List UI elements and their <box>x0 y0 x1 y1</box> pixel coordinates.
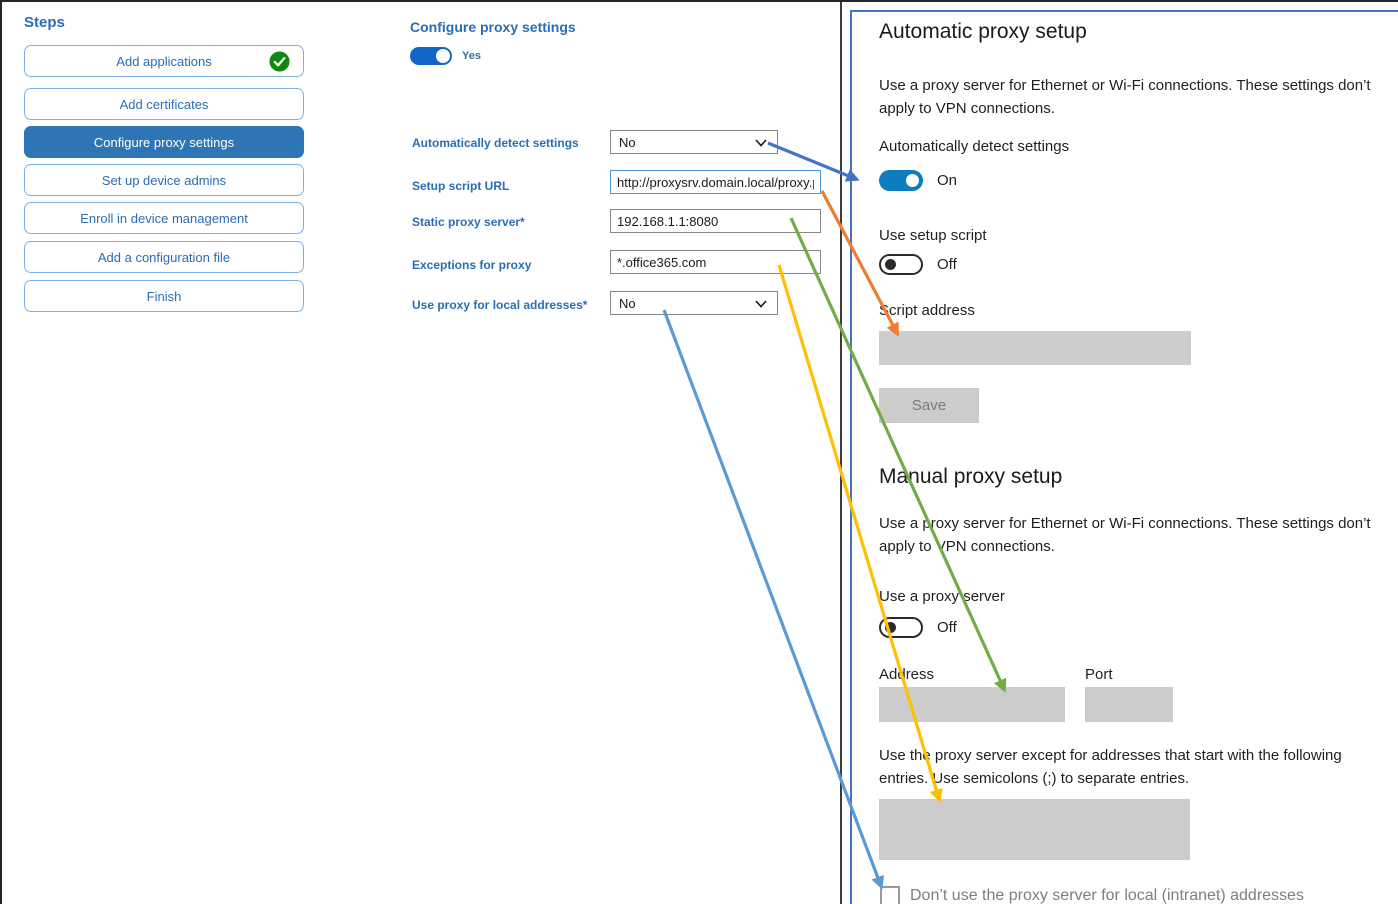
local-intranet-checkbox-label: Don’t use the proxy server for local (in… <box>910 887 1304 904</box>
toggle-knob <box>436 49 450 63</box>
sidebar-item-finish[interactable]: Finish <box>24 280 304 312</box>
toggle-knob <box>885 259 896 270</box>
port-label: Port <box>1085 666 1113 683</box>
sidebar-item-enroll-in-device-management[interactable]: Enroll in device management <box>24 202 304 234</box>
exceptions-instructions: Use the proxy server except for addresse… <box>879 747 1342 787</box>
local-addresses-select[interactable]: No <box>610 291 778 315</box>
step-label: Add certificates <box>119 96 209 112</box>
step-label: Finish <box>146 288 182 304</box>
use-proxy-server-label: Use a proxy server <box>879 588 1005 605</box>
address-label: Address <box>879 666 935 683</box>
static-proxy-server-input[interactable] <box>610 209 821 233</box>
exceptions-field <box>879 799 1190 860</box>
save-button: Save <box>879 388 979 423</box>
address-field <box>879 687 1065 722</box>
use-proxy-server-toggle[interactable] <box>879 617 923 638</box>
chevron-down-icon <box>755 300 767 308</box>
exceptions-for-proxy-input[interactable] <box>610 250 821 274</box>
sidebar-item-add-certificates[interactable]: Add certificates <box>24 88 304 120</box>
step-label: Add applications <box>116 53 212 69</box>
field-label-setup-script-url: Setup script URL <box>412 179 510 193</box>
detect-settings-toggle[interactable] <box>879 170 923 191</box>
script-address-field <box>879 331 1191 365</box>
field-label-local-addresses: Use proxy for local addresses* <box>412 298 588 312</box>
use-proxy-server-state: Off <box>937 619 957 636</box>
completed-check-icon <box>269 51 290 72</box>
select-value: No <box>619 295 636 311</box>
vertical-divider <box>840 2 842 904</box>
sidebar-item-add-applications[interactable]: Add applications <box>24 45 304 77</box>
use-setup-script-state: Off <box>937 256 957 273</box>
toggle-knob <box>885 622 896 633</box>
detect-settings-select[interactable]: No <box>610 130 778 154</box>
field-label-exceptions: Exceptions for proxy <box>412 258 532 272</box>
page-title: Configure proxy settings <box>410 19 576 35</box>
automatic-proxy-setup-heading: Automatic proxy setup <box>879 20 1087 43</box>
local-addresses-arrow <box>662 309 884 890</box>
step-label: Enroll in device management <box>80 210 248 226</box>
script-address-label: Script address <box>879 302 975 319</box>
sidebar-item-configure-proxy-settings[interactable]: Configure proxy settings <box>24 126 304 158</box>
chevron-down-icon <box>755 139 767 147</box>
field-label-detect-settings: Automatically detect settings <box>412 136 579 150</box>
use-setup-script-label: Use setup script <box>879 227 987 244</box>
setup-script-url-input[interactable] <box>610 170 821 194</box>
step-label: Configure proxy settings <box>93 134 235 150</box>
detect-settings-label: Automatically detect settings <box>879 138 1070 155</box>
sidebar-item-add-a-configuration-file[interactable]: Add a configuration file <box>24 241 304 273</box>
automatic-proxy-description: Use a proxy server for Ethernet or Wi-Fi… <box>879 77 1371 117</box>
manual-proxy-description: Use a proxy server for Ethernet or Wi-Fi… <box>879 515 1371 555</box>
step-label: Set up device admins <box>101 172 227 188</box>
configure-proxy-toggle-state: Yes <box>462 50 481 62</box>
local-intranet-checkbox[interactable] <box>880 886 900 904</box>
use-setup-script-toggle[interactable] <box>879 254 923 275</box>
sidebar-item-set-up-device-admins[interactable]: Set up device admins <box>24 164 304 196</box>
step-label: Add a configuration file <box>97 249 231 265</box>
field-label-static-proxy-server: Static proxy server* <box>412 215 525 229</box>
toggle-knob <box>906 174 919 187</box>
detect-settings-state: On <box>937 172 958 189</box>
configure-proxy-toggle[interactable] <box>410 47 452 65</box>
port-field <box>1085 687 1173 722</box>
select-value: No <box>619 134 636 150</box>
manual-proxy-setup-heading: Manual proxy setup <box>879 465 1063 488</box>
steps-heading: Steps <box>24 14 65 31</box>
